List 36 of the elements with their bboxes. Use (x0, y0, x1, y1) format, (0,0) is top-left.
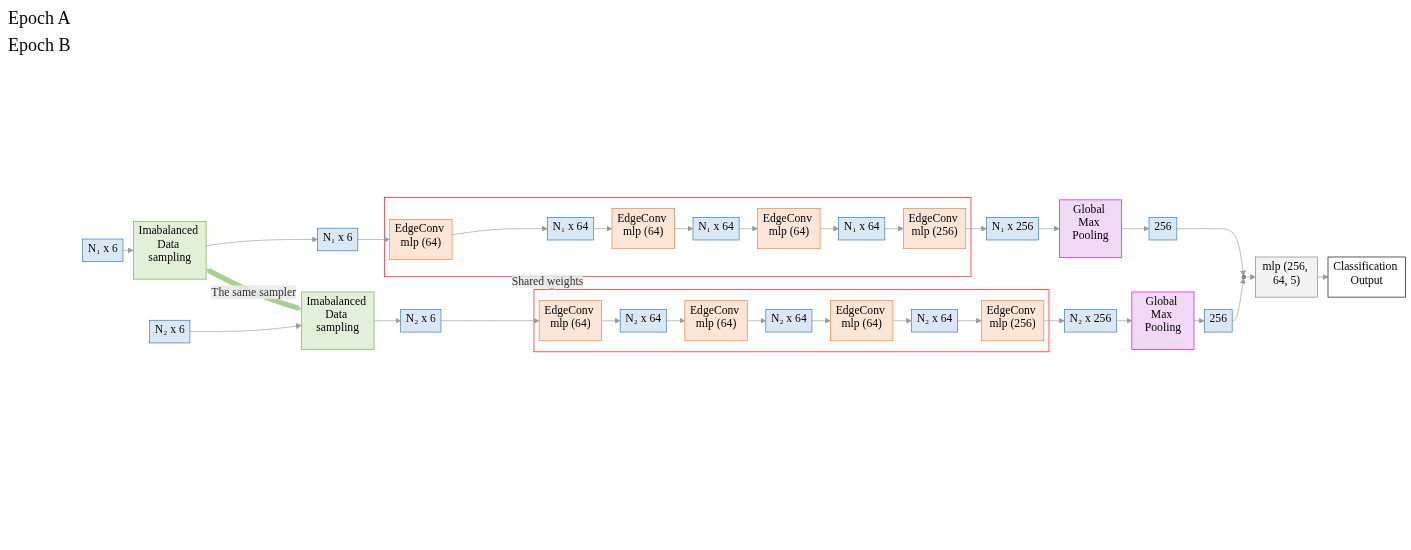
cluster (533, 289, 1050, 353)
cluster (384, 197, 972, 278)
node-box: N₂ x 256 (1064, 309, 1117, 333)
node-box: N₁ x 64 (838, 217, 886, 241)
node-box: N₁ x 256 (986, 217, 1039, 241)
node-box: EdgeConv mlp (64) (684, 300, 748, 342)
node-box: EdgeConv mlp (64) (538, 300, 602, 342)
node-box: EdgeConv mlp (64) (611, 208, 675, 250)
node-box: Classification Output (1327, 256, 1406, 298)
node-circle (1241, 275, 1247, 280)
node-box: Imabalanced Data sampling (300, 291, 375, 351)
epoch-label: Epoch B (8, 35, 71, 56)
edge-label: Shared weights (511, 274, 584, 288)
node-box: N₂ x 64 (765, 309, 813, 333)
node-box: Imabalanced Data sampling (133, 221, 207, 280)
edge-label: The same sampler (211, 285, 297, 299)
node-box: N₁ x 6 (82, 238, 124, 263)
node-box: mlp (256, 64, 5) (1255, 256, 1318, 298)
node-box: EdgeConv mlp (64) (757, 208, 821, 250)
node-box: N₁ x 64 (692, 217, 740, 241)
node-box: N₂ x 6 (149, 320, 191, 344)
node-box: EdgeConv mlp (256) (981, 300, 1045, 342)
arrow (206, 268, 302, 312)
node-box: N₂ x 64 (619, 309, 667, 333)
node-box: N₂ x 6 (400, 309, 442, 333)
node-box: N₁ x 64 (547, 217, 594, 241)
node-box: EdgeConv mlp (256) (903, 208, 967, 250)
node-box: N₂ x 64 (911, 309, 958, 333)
node-box: Global Max Pooling (1059, 199, 1122, 259)
node-box: EdgeConv mlp (64) (830, 300, 894, 342)
node-box: Global Max Pooling (1131, 291, 1195, 351)
node-box: 256 (1148, 217, 1178, 241)
node-box: N₁ x 6 (317, 228, 359, 252)
node-box: EdgeConv mlp (64) (389, 219, 453, 261)
node-box: 256 (1204, 309, 1233, 333)
epoch-label: Epoch A (8, 8, 71, 29)
